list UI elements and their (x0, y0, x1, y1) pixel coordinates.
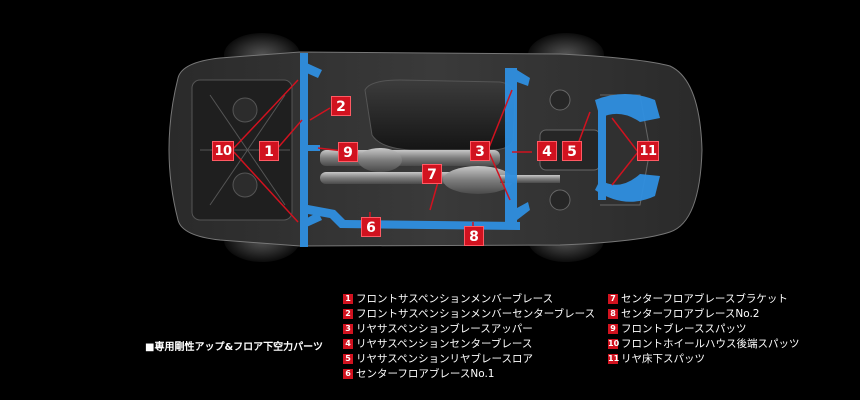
parts-caption: ■専用剛性アップ&フロア下空力パーツ (145, 342, 323, 353)
callout-10: 10 (212, 141, 234, 161)
legend-label-4: リヤサスペンションセンターブレース (356, 338, 533, 350)
legend-label-2: フロントサスペンションメンバーセンターブレース (356, 308, 596, 320)
legend-column-2: 7 センターフロアブレースブラケット 8 センターフロアブレースNo.2 9 フ… (608, 291, 800, 366)
legend-label-8: センターフロアブレースNo.2 (621, 308, 760, 320)
callout-3: 3 (470, 141, 490, 161)
legend-item-5: 5 リヤサスペンションリヤブレースロア (343, 351, 595, 366)
legend-item-4: 4 リヤサスペンションセンターブレース (343, 336, 595, 351)
legend-item-7: 7 センターフロアブレースブラケット (608, 291, 800, 306)
legend-item-1: 1 フロントサスペンションメンバーブレース (343, 291, 595, 306)
callout-1: 1 (259, 141, 279, 161)
legend-item-8: 8 センターフロアブレースNo.2 (608, 306, 800, 321)
legend-label-7: センターフロアブレースブラケット (621, 293, 788, 305)
legend-number-8: 8 (608, 308, 618, 319)
callout-8: 8 (464, 226, 484, 246)
legend-item-3: 3 リヤサスペンションブレースアッパー (343, 321, 595, 336)
legend-label-6: センターフロアブレースNo.1 (356, 368, 495, 380)
legend-item-2: 2 フロントサスペンションメンバーセンターブレース (343, 306, 595, 321)
front-engine-area (191, 79, 293, 221)
legend-number-1: 1 (343, 293, 353, 304)
legend-item-9: 9 フロントブレーススパッツ (608, 321, 800, 336)
legend-number-9: 9 (608, 323, 618, 334)
legend-number-6: 6 (343, 368, 353, 379)
callout-9: 9 (338, 142, 358, 162)
legend-number-7: 7 (608, 293, 618, 304)
legend-number-4: 4 (343, 338, 353, 349)
callout-4: 4 (537, 141, 557, 161)
callout-7: 7 (422, 164, 442, 184)
legend-number-10: 10 (608, 338, 620, 349)
legend-label-5: リヤサスペンションリヤブレースロア (356, 353, 534, 365)
legend-number-2: 2 (343, 308, 353, 319)
vehicle-underbody-image (168, 33, 703, 262)
callout-6: 6 (361, 217, 381, 237)
callout-5: 5 (562, 141, 582, 161)
legend-number-3: 3 (343, 323, 353, 334)
leader-lines (231, 79, 639, 228)
legend-label-1: フロントサスペンションメンバーブレース (356, 293, 554, 305)
legend-item-10: 10 フロントホイールハウス後端スパッツ (608, 336, 800, 351)
legend-item-11: 11 リヤ床下スパッツ (608, 351, 800, 366)
legend-number-11: 11 (608, 353, 620, 364)
legend-label-3: リヤサスペンションブレースアッパー (356, 323, 533, 335)
legend-number-5: 5 (343, 353, 353, 364)
legend-label-11: リヤ床下スパッツ (621, 353, 705, 365)
legend-column-1: 1 フロントサスペンションメンバーブレース 2 フロントサスペンションメンバーセ… (343, 291, 595, 381)
legend-item-6: 6 センターフロアブレースNo.1 (343, 366, 595, 381)
callout-11: 11 (637, 141, 659, 161)
legend-label-10: フロントホイールハウス後端スパッツ (621, 338, 800, 350)
legend-label-9: フロントブレーススパッツ (621, 323, 747, 335)
chassis-figure: 10 1 2 9 3 4 5 11 7 6 8 (168, 33, 703, 262)
callout-2: 2 (331, 96, 351, 116)
